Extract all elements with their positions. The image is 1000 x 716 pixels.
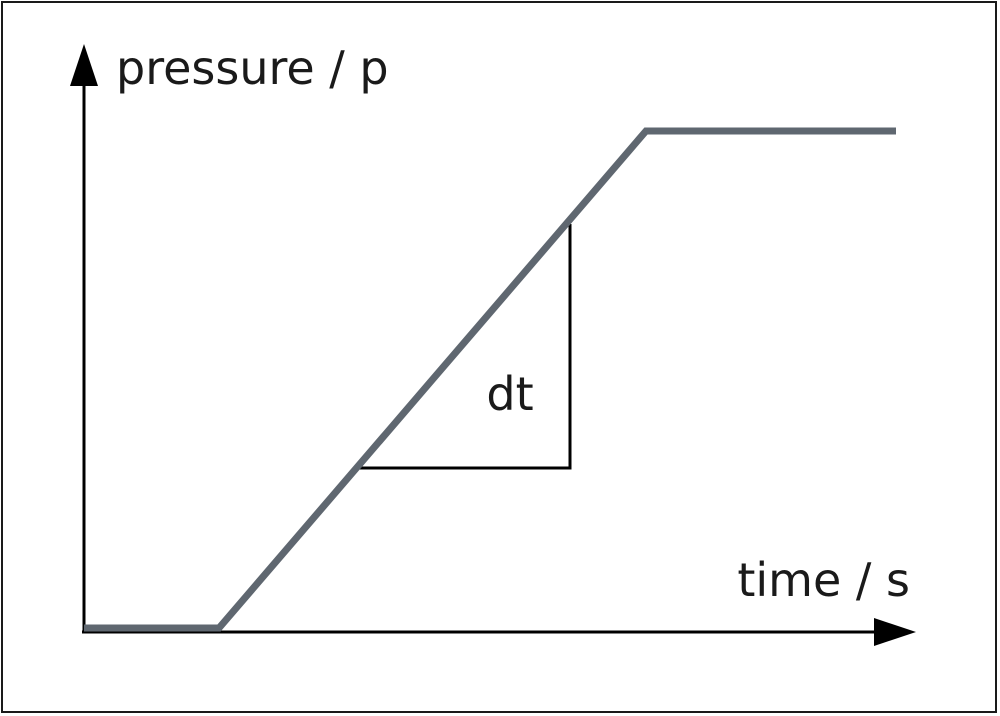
x-axis-label: time / s	[737, 553, 910, 607]
slope-label: dt	[486, 367, 533, 421]
x-axis-arrow-icon	[874, 618, 916, 646]
y-axis-label: pressure / p	[116, 41, 389, 95]
y-axis-arrow-icon	[70, 44, 98, 86]
slope-triangle	[358, 224, 572, 470]
pressure-curve	[84, 127, 896, 632]
